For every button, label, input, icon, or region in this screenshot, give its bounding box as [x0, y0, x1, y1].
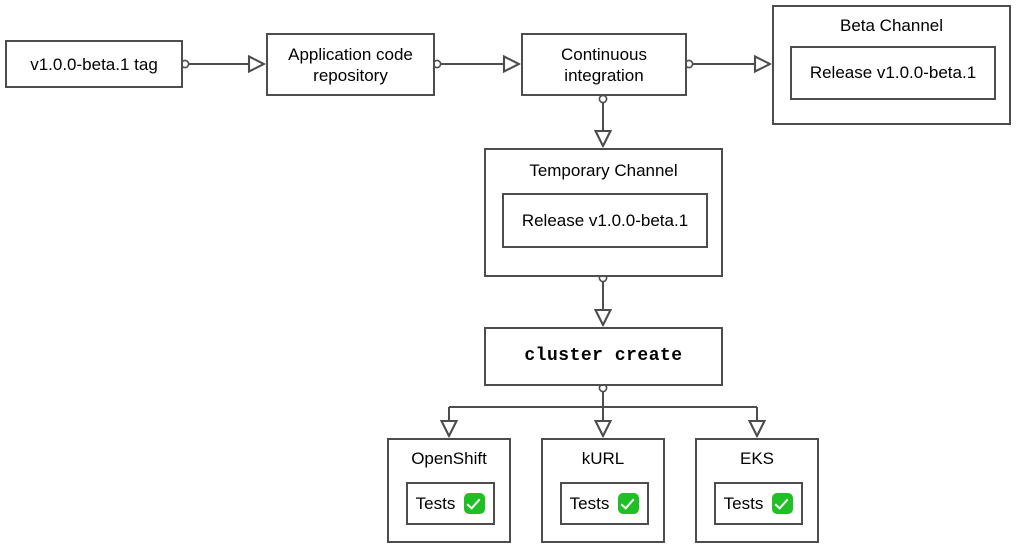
group-platform-kurl[interactable]: kURL Tests: [541, 438, 665, 543]
openshift-tests-status: Tests: [416, 493, 486, 514]
node-version-tag[interactable]: v1.0.0-beta.1 tag: [5, 40, 183, 88]
eks-tests-label: Tests: [723, 493, 764, 513]
node-continuous-integration[interactable]: Continuous integration: [521, 33, 687, 96]
beta-channel-release-box[interactable]: Release v1.0.0-beta.1: [790, 46, 996, 100]
group-beta-channel-title: Beta Channel: [839, 16, 944, 35]
green-check-icon: [464, 493, 486, 514]
group-temporary-channel-title: Temporary Channel: [529, 161, 678, 180]
node-cluster-create-label: cluster create: [524, 346, 683, 366]
group-platform-openshift-title: OpenShift: [411, 449, 487, 468]
edge-source-dot: [598, 94, 608, 104]
kurl-tests-status: Tests: [570, 493, 640, 514]
eks-tests-status: Tests: [724, 493, 794, 514]
group-temporary-channel[interactable]: Temporary Channel Release v1.0.0-beta.1: [484, 148, 723, 277]
group-beta-channel[interactable]: Beta Channel Release v1.0.0-beta.1: [772, 5, 1011, 125]
group-platform-eks[interactable]: EKS Tests: [695, 438, 819, 543]
kurl-tests-box[interactable]: Tests: [560, 482, 649, 525]
beta-channel-release-label: Release v1.0.0-beta.1: [809, 63, 977, 82]
node-cluster-create[interactable]: cluster create: [484, 327, 723, 386]
node-version-tag-label: v1.0.0-beta.1 tag: [30, 54, 158, 74]
group-platform-kurl-title: kURL: [581, 449, 625, 468]
node-application-code-repository-label: Application code repository: [288, 44, 413, 85]
group-platform-eks-title: EKS: [739, 449, 775, 468]
openshift-tests-box[interactable]: Tests: [406, 482, 495, 525]
openshift-tests-label: Tests: [415, 493, 456, 513]
green-check-icon: [618, 493, 640, 514]
temporary-channel-release-label: Release v1.0.0-beta.1: [521, 210, 689, 230]
green-check-icon: [772, 493, 794, 514]
node-continuous-integration-label: Continuous integration: [560, 44, 647, 85]
node-application-code-repository[interactable]: Application code repository: [266, 33, 435, 96]
eks-tests-box[interactable]: Tests: [714, 482, 803, 525]
temporary-channel-release-box[interactable]: Release v1.0.0-beta.1: [502, 193, 708, 248]
kurl-tests-label: Tests: [569, 493, 610, 513]
group-platform-openshift[interactable]: OpenShift Tests: [387, 438, 511, 543]
